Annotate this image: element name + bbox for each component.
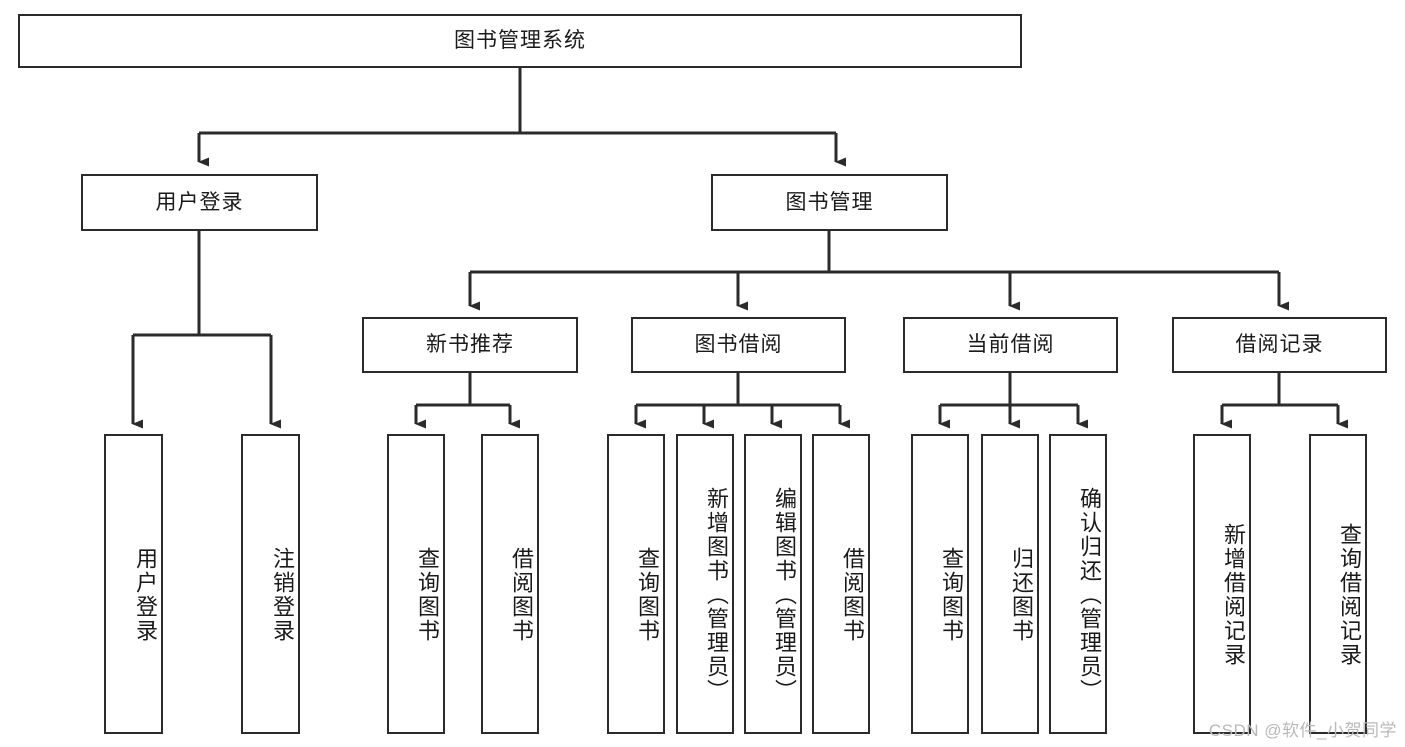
node-borrow-record[interactable]: 借阅记录 [1172, 317, 1387, 373]
leaf-edit-book-admin-label: 编辑图书（管理员） [772, 487, 797, 703]
watermark-text: CSDN @软件_小贺同学 [1208, 721, 1397, 740]
leaf-confirm-return-admin-label: 确认归还（管理员） [1077, 487, 1102, 703]
node-user-login-label: 用户登录 [155, 190, 244, 214]
leaf-logout[interactable]: 注销登录 [241, 434, 300, 734]
leaf-logout-label: 注销登录 [270, 547, 295, 643]
leaf-add-borrow-record-label: 新增借阅记录 [1221, 523, 1246, 667]
leaf-borrow-books-recommend-label: 借阅图书 [509, 547, 534, 643]
node-book-borrow[interactable]: 图书借阅 [631, 317, 846, 373]
leaf-add-book-admin-label: 新增图书（管理员） [704, 487, 729, 703]
leaf-query-books-current[interactable]: 查询图书 [911, 434, 969, 734]
node-book-management-label: 图书管理 [785, 190, 874, 214]
node-root[interactable]: 图书管理系统 [18, 14, 1022, 68]
leaf-query-borrow-record[interactable]: 查询借阅记录 [1309, 434, 1367, 734]
node-user-login[interactable]: 用户登录 [81, 174, 318, 231]
leaf-borrow-books[interactable]: 借阅图书 [812, 434, 870, 734]
node-borrow-record-label: 借阅记录 [1235, 333, 1324, 357]
leaf-query-borrow-record-label: 查询借阅记录 [1337, 523, 1362, 667]
leaf-query-books-recommend-label: 查询图书 [415, 547, 440, 643]
node-new-book-recommend-label: 新书推荐 [426, 333, 514, 357]
leaf-query-books-recommend[interactable]: 查询图书 [387, 434, 445, 734]
leaf-add-borrow-record[interactable]: 新增借阅记录 [1193, 434, 1251, 734]
leaf-user-login-label: 用户登录 [133, 547, 158, 643]
leaf-query-books-borrow-label: 查询图书 [635, 547, 660, 643]
node-current-borrow[interactable]: 当前借阅 [903, 317, 1118, 373]
leaf-user-login[interactable]: 用户登录 [104, 434, 163, 734]
leaf-add-book-admin[interactable]: 新增图书（管理员） [676, 434, 734, 734]
leaf-return-books-label: 归还图书 [1009, 547, 1034, 643]
leaf-query-books-current-label: 查询图书 [939, 547, 964, 643]
node-book-borrow-label: 图书借阅 [694, 333, 783, 357]
leaf-edit-book-admin[interactable]: 编辑图书（管理员） [744, 434, 802, 734]
node-book-management[interactable]: 图书管理 [711, 174, 948, 231]
leaf-borrow-books-label: 借阅图书 [840, 547, 865, 643]
leaf-confirm-return-admin[interactable]: 确认归还（管理员） [1049, 434, 1107, 734]
leaf-query-books-borrow[interactable]: 查询图书 [607, 434, 665, 734]
leaf-return-books[interactable]: 归还图书 [981, 434, 1039, 734]
node-root-label: 图书管理系统 [454, 29, 586, 53]
node-current-borrow-label: 当前借阅 [966, 333, 1055, 357]
leaf-borrow-books-recommend[interactable]: 借阅图书 [481, 434, 539, 734]
node-new-book-recommend[interactable]: 新书推荐 [362, 317, 578, 373]
